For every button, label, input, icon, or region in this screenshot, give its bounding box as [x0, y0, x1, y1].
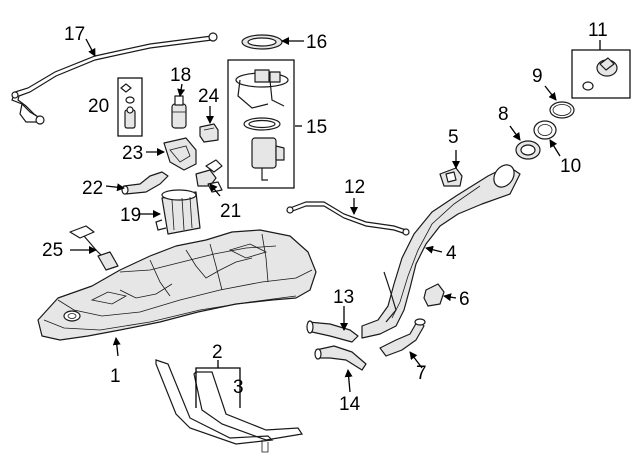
label-6: 6 — [459, 289, 470, 310]
part-17-vapor-tube[interactable] — [11, 32, 218, 125]
part-6-protector[interactable] — [423, 283, 445, 307]
callout-labels: 1 2 3 4 5 6 7 8 9 10 11 12 13 14 15 16 1… — [42, 20, 608, 415]
label-12: 12 — [344, 177, 365, 198]
part-18-fuel-pump[interactable] — [171, 95, 187, 129]
label-17: 17 — [64, 24, 85, 45]
part-12-breather-tube[interactable] — [286, 201, 410, 236]
part-23-filter[interactable] — [163, 137, 197, 171]
label-21: 21 — [220, 201, 241, 222]
label-25: 25 — [42, 240, 63, 261]
part-3-strap[interactable] — [193, 371, 304, 453]
part-5-bracket[interactable] — [439, 167, 463, 187]
label-15: 15 — [306, 117, 327, 138]
label-2: 2 — [212, 342, 223, 363]
part-16-gasket[interactable] — [241, 34, 283, 50]
part-13-hose[interactable] — [306, 320, 359, 343]
label-18: 18 — [170, 65, 191, 86]
label-7: 7 — [416, 363, 427, 384]
label-3: 3 — [233, 377, 244, 398]
label-19: 19 — [120, 205, 141, 226]
label-23: 23 — [122, 143, 143, 164]
part-20-valve-kit[interactable] — [117, 77, 143, 137]
part-11-fuel-cap[interactable] — [571, 49, 631, 99]
part-10-gasket[interactable] — [533, 120, 557, 140]
part-15-sender-assembly[interactable] — [227, 59, 295, 189]
label-4: 4 — [446, 243, 457, 264]
part-2-strap[interactable] — [155, 359, 274, 445]
part-21-clips[interactable] — [195, 159, 223, 193]
part-14-hose[interactable] — [314, 345, 367, 371]
label-10: 10 — [560, 156, 581, 177]
part-25-sender-arm[interactable] — [69, 225, 119, 271]
label-24: 24 — [198, 86, 220, 107]
label-8: 8 — [498, 104, 509, 125]
part-24-connector[interactable] — [199, 123, 219, 143]
label-16: 16 — [306, 32, 327, 53]
label-20: 20 — [88, 96, 109, 117]
label-11: 11 — [588, 20, 608, 41]
label-9: 9 — [532, 66, 543, 87]
part-4-filler-pipe[interactable] — [361, 161, 521, 339]
leader-lines — [70, 37, 601, 408]
part-9-ring[interactable] — [549, 101, 575, 119]
part-19-pump-bracket[interactable] — [155, 189, 201, 235]
label-13: 13 — [333, 287, 354, 308]
label-5: 5 — [448, 127, 459, 148]
part-22-hose[interactable] — [121, 171, 169, 195]
part-7-hose[interactable] — [379, 318, 426, 357]
label-1: 1 — [110, 366, 121, 387]
part-8-neck-seal[interactable] — [515, 140, 541, 160]
label-22: 22 — [82, 178, 103, 199]
label-14: 14 — [339, 394, 361, 415]
part-1-fuel-tank[interactable] — [37, 229, 317, 341]
